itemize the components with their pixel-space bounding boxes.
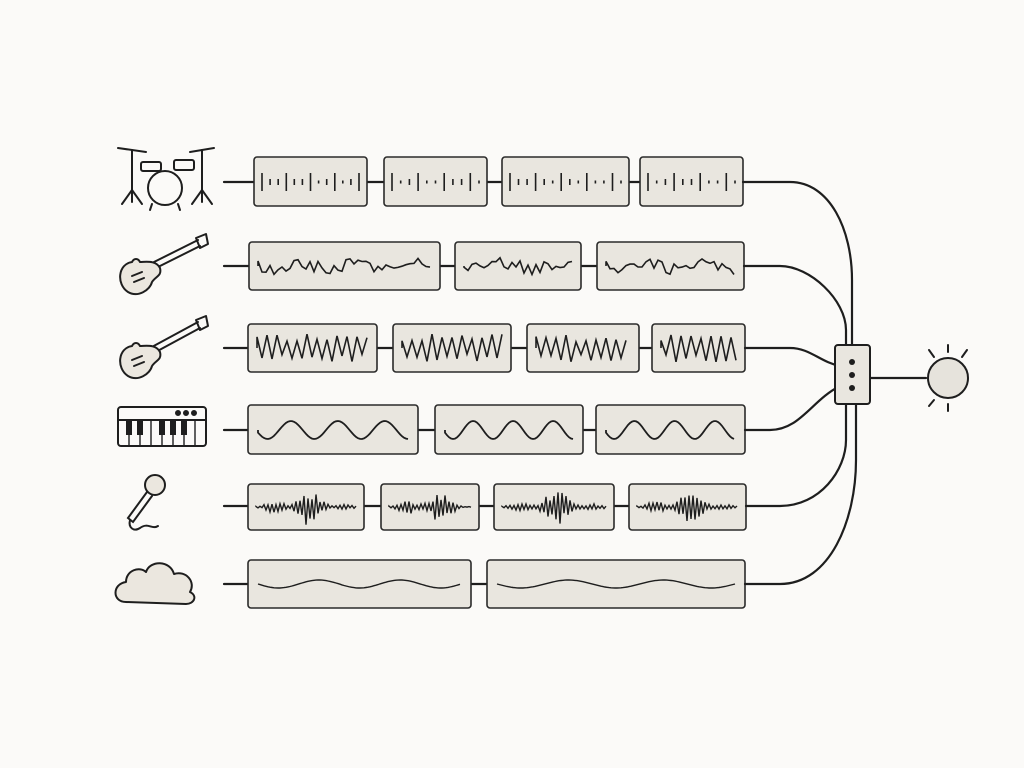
- waveform: [605, 420, 735, 440]
- waveform: [388, 495, 472, 520]
- waveform: [255, 494, 357, 525]
- clip[interactable]: [628, 483, 747, 531]
- track-row-drums: [253, 156, 744, 207]
- cloud-icon: [114, 562, 196, 605]
- waveform: [496, 579, 736, 589]
- waveform: [660, 334, 737, 363]
- clip[interactable]: [380, 483, 480, 531]
- clip[interactable]: [248, 241, 441, 291]
- waveform: [256, 334, 368, 362]
- clip[interactable]: [639, 156, 744, 207]
- track-row-keys: [247, 404, 746, 455]
- track-row-vocals: [247, 483, 747, 531]
- clip[interactable]: [596, 241, 745, 291]
- lead-wires: [222, 180, 256, 586]
- clip[interactable]: [383, 156, 488, 207]
- microphone-icon: [126, 474, 166, 531]
- clip[interactable]: [486, 559, 746, 609]
- clip[interactable]: [651, 323, 746, 373]
- clip[interactable]: [247, 323, 378, 373]
- bass-guitar-icon: [119, 315, 209, 380]
- clip[interactable]: [392, 323, 512, 373]
- track-row-bass: [247, 323, 746, 373]
- clip[interactable]: [501, 156, 630, 207]
- waveform: [401, 334, 503, 362]
- clip[interactable]: [595, 404, 746, 455]
- clip[interactable]: [526, 323, 640, 373]
- output-light-icon: [927, 344, 969, 412]
- waveform: [257, 420, 409, 440]
- waveform: [444, 420, 574, 440]
- clip[interactable]: [247, 559, 472, 609]
- waveform: [509, 173, 622, 191]
- mixer-box-icon[interactable]: [834, 344, 871, 405]
- waveform: [605, 258, 735, 276]
- keyboard-icon: [117, 406, 207, 447]
- waveform: [463, 256, 573, 277]
- track-row-ambient: [247, 559, 746, 609]
- waveform: [257, 257, 431, 276]
- drum-kit-icon: [117, 147, 215, 211]
- waveform: [257, 579, 461, 589]
- waveform: [636, 495, 738, 522]
- waveform: [647, 173, 736, 191]
- waveform: [501, 492, 607, 524]
- waveform: [261, 173, 360, 191]
- clip[interactable]: [434, 404, 584, 455]
- clip[interactable]: [454, 241, 582, 291]
- waveform: [535, 334, 627, 362]
- waveform: [391, 173, 480, 191]
- track-row-guitar: [248, 241, 745, 291]
- clip[interactable]: [247, 483, 365, 531]
- electric-guitar-icon: [119, 233, 209, 296]
- clip[interactable]: [253, 156, 368, 207]
- clip[interactable]: [493, 483, 615, 531]
- clip[interactable]: [247, 404, 419, 455]
